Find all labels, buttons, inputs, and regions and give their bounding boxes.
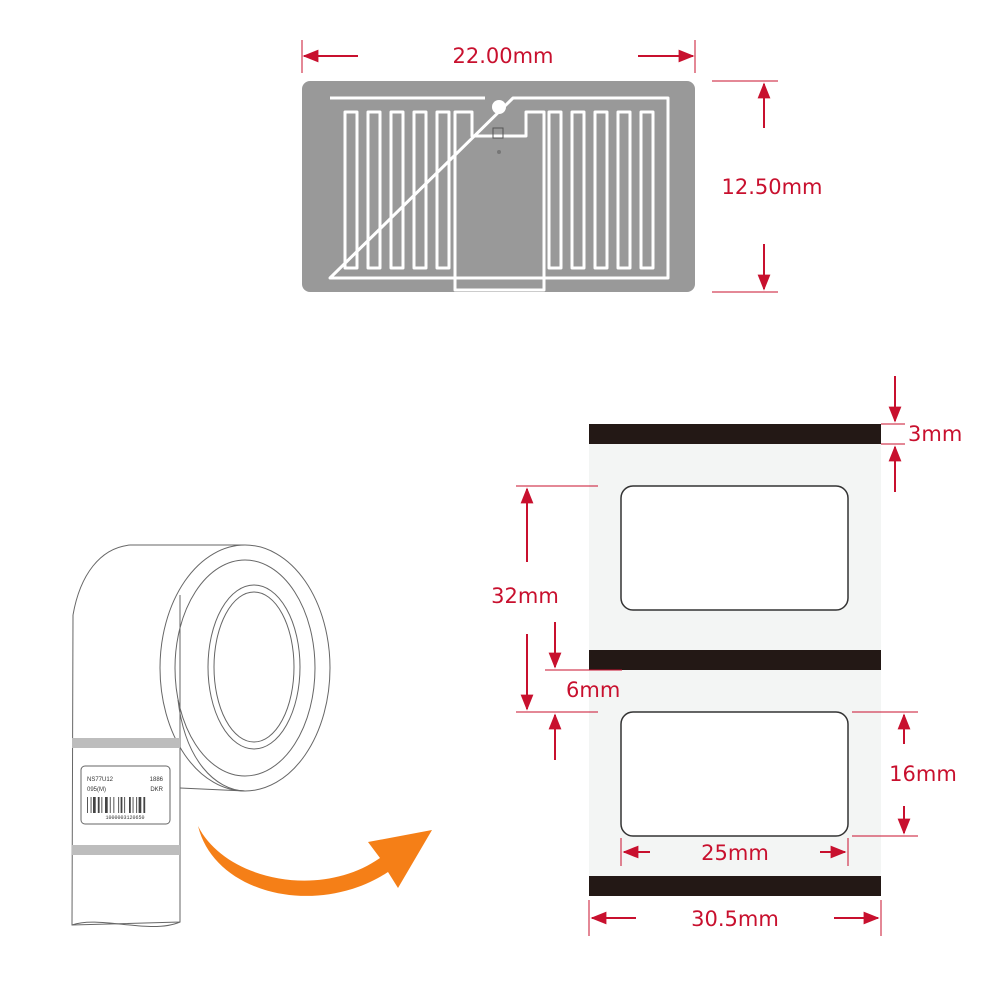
- inlay-height-dimension: 12.50mm: [712, 80, 823, 293]
- pitch-dimension-label: 32mm: [491, 584, 559, 608]
- liner-bar-top: [589, 424, 881, 444]
- label-roll: [71, 544, 331, 928]
- roll-outer-face: [159, 544, 331, 792]
- label-height-dimension: 16mm: [852, 711, 957, 837]
- label-width-dimension: 25mm: [620, 838, 849, 866]
- roll-strip-bars: [72, 738, 180, 855]
- gap-dimension-label: 6mm: [566, 678, 620, 702]
- label-upper: [620, 485, 849, 611]
- roll-inner-face: [174, 559, 316, 777]
- liner-width-label: 30.5mm: [691, 907, 779, 931]
- inlay-substrate: [302, 81, 695, 292]
- roll-label-number: 1886: [150, 777, 164, 783]
- roll-label-qty: 095(M): [87, 787, 106, 793]
- label-strip: [589, 424, 881, 896]
- edge-dimension: 3mm: [881, 376, 962, 492]
- edge-dimension-label: 3mm: [908, 422, 962, 446]
- liner-bar-bottom: [589, 876, 881, 896]
- roll-label-dest: DKR: [150, 787, 163, 793]
- inlay-chip: [492, 127, 504, 139]
- liner-bar-middle: [589, 650, 881, 670]
- liner-width-dimension: 30.5mm: [588, 900, 882, 936]
- roll-label-barcode: [87, 797, 146, 813]
- inlay-height-label: 12.50mm: [721, 175, 822, 199]
- inlay-antenna: [328, 96, 670, 292]
- roll-core-inner: [213, 591, 295, 743]
- label-width-label: 25mm: [701, 841, 769, 865]
- rfid-inlay: [302, 81, 695, 292]
- roll-printed-label: NS77U12 1886 095(M) DKR 1000003120650: [80, 765, 171, 825]
- roll-core-outer: [207, 584, 301, 750]
- orange-curved-arrow-icon: [198, 826, 432, 896]
- inlay-chip-dot: [497, 150, 501, 154]
- roll-label-code: NS77U12: [87, 777, 114, 783]
- roll-label-barcode-number: 1000003120650: [105, 815, 144, 821]
- label-lower: [620, 711, 849, 837]
- label-height-label: 16mm: [889, 762, 957, 786]
- inlay-registration-hole: [492, 100, 506, 114]
- pitch-dimension: 32mm: [491, 485, 598, 713]
- inlay-width-dimension: 22.00mm: [301, 40, 696, 73]
- gap-dimension: 6mm: [545, 622, 622, 760]
- inlay-width-label: 22.00mm: [452, 44, 553, 68]
